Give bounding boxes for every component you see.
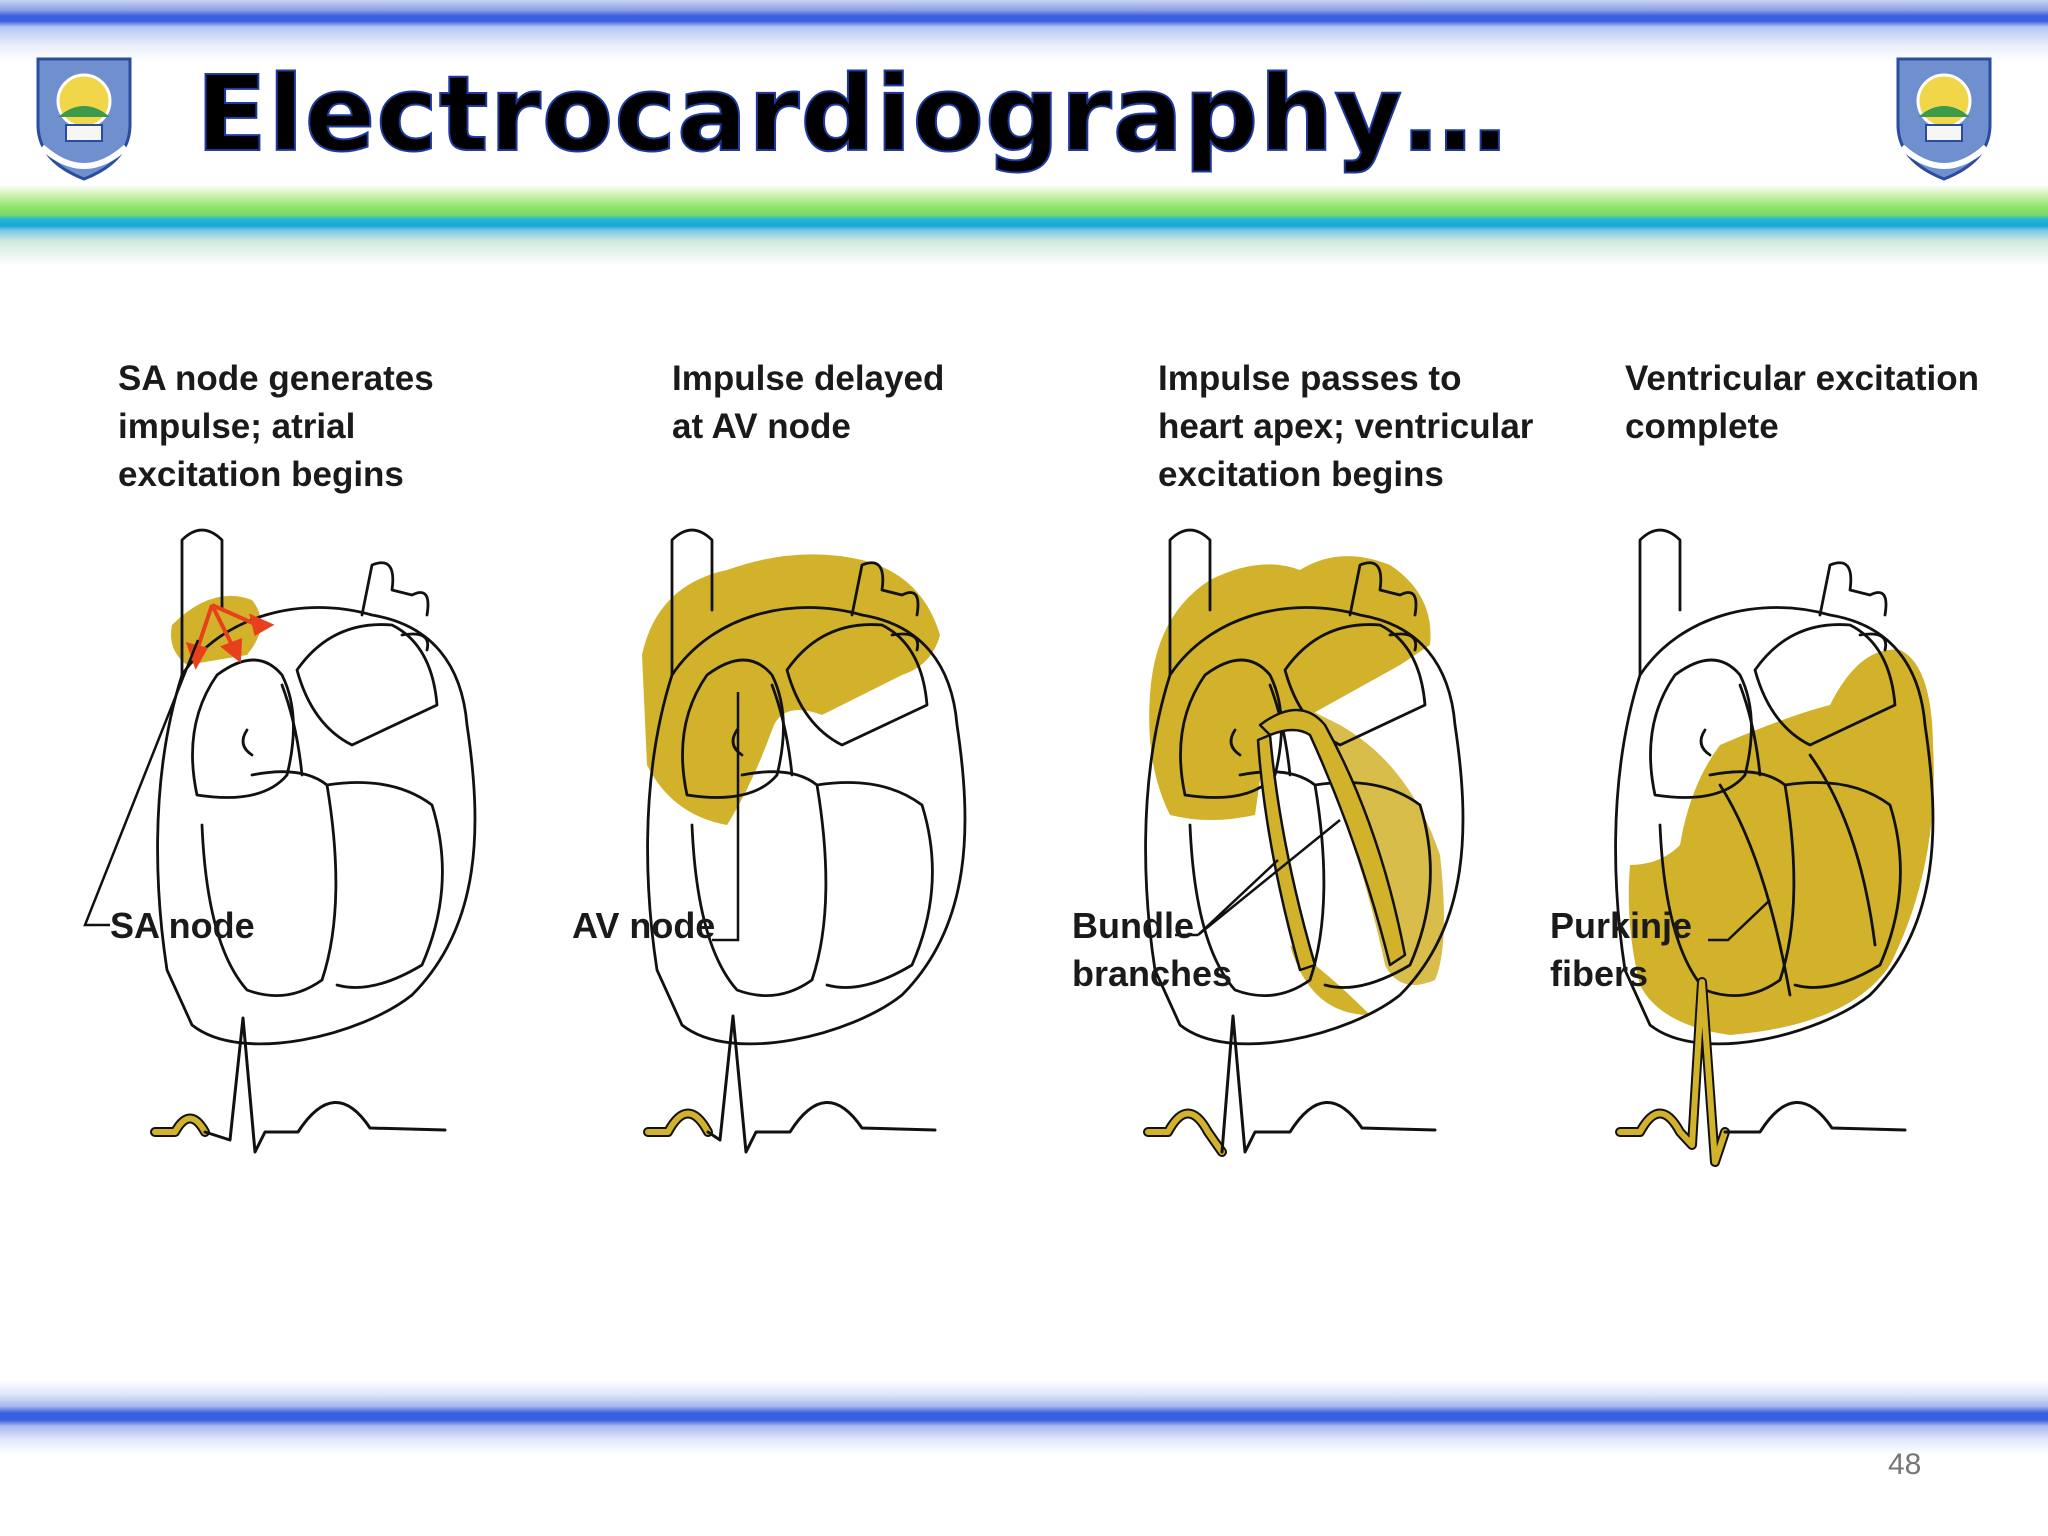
- heart-illustration: [1144, 528, 1465, 1046]
- panel-bundle-branches: Impulse passes to heart apex; ventricula…: [1072, 359, 1543, 1157]
- ecg-waveform: [1143, 1014, 1437, 1157]
- ventricular-excitation-region: [1628, 649, 1934, 1035]
- ecg-waveform: [643, 1014, 937, 1154]
- bundle-branch-path: [1258, 708, 1407, 967]
- ecg-waveform: [150, 1016, 447, 1154]
- bundle-branches-label: Bundle branches: [1072, 905, 1232, 994]
- bundle-branches-leader-line: [1175, 819, 1341, 937]
- av-node-leader-line: [712, 692, 740, 942]
- panel-purkinje-fibers: Ventricular excitation complete Purkinje…: [1550, 359, 1989, 1167]
- panel-av-node: Impulse delayed at AV node AV node: [572, 359, 967, 1154]
- ecg-waveform: [1615, 977, 1907, 1167]
- ecg-conduction-diagram: SA node generates impulse; atrial excita…: [83, 359, 1989, 1167]
- sa-node-label: SA node: [110, 905, 255, 946]
- purkinje-fibers-label: Purkinje fibers: [1550, 905, 1702, 994]
- panel-caption: Impulse delayed at AV node: [672, 359, 954, 446]
- purkinje-fibers-leader-line: [1708, 899, 1771, 942]
- header-divider-band: [0, 185, 2048, 265]
- panel-caption: SA node generates impulse; atrial excita…: [118, 359, 443, 494]
- university-crest-icon: [1896, 57, 1992, 181]
- av-node-label: AV node: [572, 905, 715, 946]
- panel-caption: Ventricular excitation complete: [1625, 359, 1989, 446]
- page-number: 48: [1888, 1448, 1922, 1481]
- impulse-arrows-icon: [185, 603, 275, 670]
- slide-title: Electrocardiography…: [195, 53, 1509, 175]
- heart-illustration: [156, 528, 477, 1046]
- sa-node-leader-line: [83, 639, 200, 927]
- atrial-excitation-region: [642, 554, 940, 825]
- university-crest-icon: [36, 57, 132, 181]
- panel-caption: Impulse passes to heart apex; ventricula…: [1158, 359, 1543, 494]
- heart-illustration: [1614, 528, 1935, 1046]
- heart-illustration: [642, 528, 967, 1046]
- top-decor-band: [0, 0, 2048, 62]
- footer-decor-band: [0, 1380, 2048, 1455]
- panel-sa-node: SA node generates impulse; atrial excita…: [83, 359, 477, 1154]
